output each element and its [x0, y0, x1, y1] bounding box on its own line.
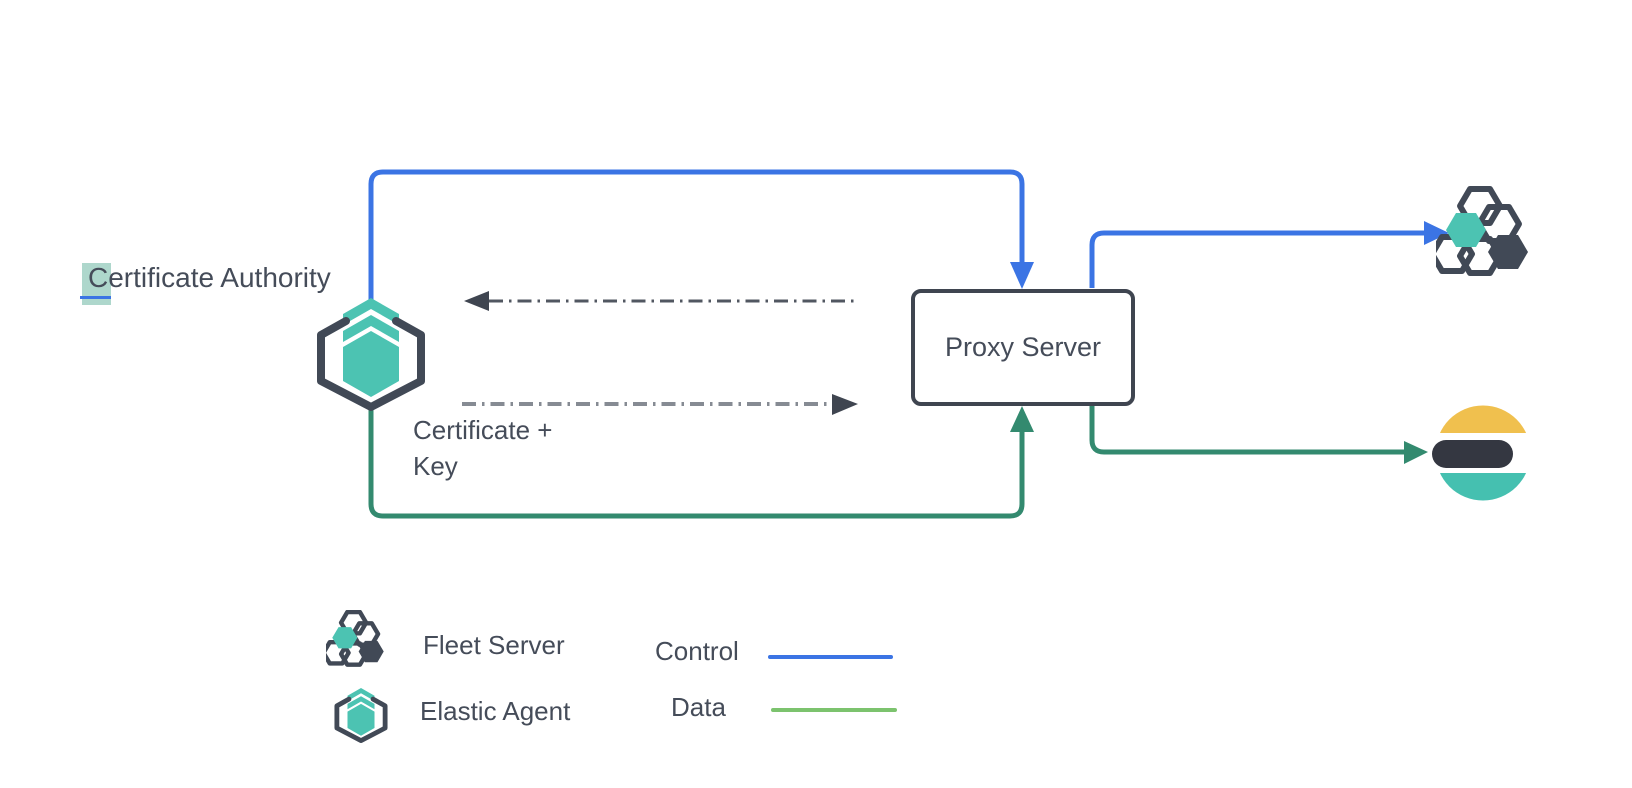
arrowhead-down-icon — [1010, 262, 1034, 289]
legend-data-label: Data — [671, 692, 726, 722]
elasticsearch-icon[interactable] — [1432, 403, 1534, 503]
proxy-server-node[interactable]: Proxy Server — [911, 289, 1135, 406]
certificate-authority-label[interactable]: Certificate Authority — [79, 262, 331, 305]
elastic-agent-icon[interactable] — [313, 298, 429, 412]
arrowhead-right-icon — [832, 394, 858, 415]
agent-outline-icon — [317, 317, 425, 411]
data-edge-agent-to-proxy[interactable] — [368, 405, 1034, 519]
fleet-server-icon[interactable] — [1429, 186, 1538, 278]
legend-elastic-agent-label: Elastic Agent — [420, 696, 571, 726]
certificate-key-line1: Certificate + — [413, 415, 553, 445]
hexagon-outline-icon — [1429, 234, 1475, 274]
hexagon-teal-icon — [1446, 213, 1486, 247]
legend-fleet-server-icon[interactable] — [321, 609, 390, 668]
certificate-key-label[interactable]: Certificate + Key — [413, 412, 552, 484]
chevron-up-icon — [343, 298, 399, 325]
control-edge-agent-to-proxy[interactable] — [368, 169, 1034, 302]
certificate-key-line2: Key — [413, 451, 458, 481]
es-dark-bar — [1432, 440, 1513, 468]
data-edge-proxy-to-elasticsearch[interactable] — [1089, 406, 1428, 464]
legend-elastic-agent-icon[interactable] — [333, 688, 389, 743]
chevron-up-icon — [343, 315, 399, 342]
arrowhead-left-icon — [464, 291, 489, 311]
arrowhead-right-icon — [1424, 221, 1449, 245]
cert-key-delivery-edge[interactable] — [462, 394, 858, 415]
legend-control-line — [768, 655, 893, 659]
hexagon-dark-icon — [1488, 235, 1528, 269]
arrowhead-up-icon — [1010, 406, 1034, 432]
arrowhead-right-icon — [1404, 441, 1428, 464]
es-teal-band — [1435, 473, 1531, 501]
legend-control-label: Control — [655, 636, 739, 666]
cert-request-edge[interactable] — [464, 291, 858, 311]
legend-data-line — [771, 708, 897, 712]
proxy-server-label: Proxy Server — [944, 332, 1102, 362]
text-selection-highlight[interactable]: C — [79, 262, 112, 305]
es-yellow-band — [1435, 405, 1531, 433]
hexagon-icon — [343, 331, 399, 397]
control-edge-proxy-to-fleet[interactable] — [1089, 221, 1449, 288]
certificate-authority-label-rest: ertificate Authority — [108, 262, 331, 293]
legend-fleet-server-label: Fleet Server — [423, 630, 565, 660]
